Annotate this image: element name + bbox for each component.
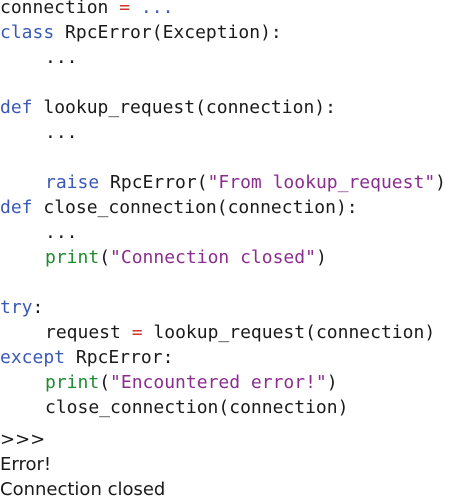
print-builtin: print [45, 247, 100, 268]
code-line-1: connection = ... [0, 0, 173, 20]
code-line-5: def lookup_request(connection): [0, 96, 336, 120]
close-paren: ) [326, 372, 338, 393]
class-keyword: class [0, 22, 55, 43]
close-paren: ) [315, 247, 327, 268]
ellipsis-body: ... [45, 47, 78, 68]
open-paren: ( [99, 372, 111, 393]
ellipsis-body: ... [45, 122, 78, 143]
except-keyword: except [0, 347, 66, 368]
assignment-operator: = [131, 322, 143, 343]
console-output-line: Error! [0, 454, 52, 475]
assignment-operator: = [119, 0, 131, 18]
try-keyword: try [0, 297, 33, 318]
class-declaration: RpcError(Exception): [65, 22, 282, 43]
code-line-16: print("Encountered error!") [0, 371, 338, 395]
code-line-13: try: [0, 296, 43, 320]
close-paren: ) [435, 172, 446, 193]
code-line-14: request = lookup_request(connection) [0, 321, 435, 345]
colon: : [32, 297, 44, 318]
open-paren: ( [99, 247, 111, 268]
function-call: lookup_request(connection) [153, 322, 436, 343]
def-keyword: def [0, 197, 33, 218]
ellipsis-body: ... [45, 222, 78, 243]
function-call: close_connection(connection) [45, 397, 349, 418]
function-signature-lookup: lookup_request(connection): [43, 97, 336, 118]
string-literal: "From lookup_request" [207, 172, 436, 193]
string-literal: "Connection closed" [110, 247, 316, 268]
def-keyword: def [0, 97, 33, 118]
variable-name: connection [0, 0, 109, 18]
function-signature-close: close_connection(connection): [43, 197, 358, 218]
code-line-15: except RpcError: [0, 346, 173, 370]
ellipsis-literal: ... [140, 0, 174, 18]
variable-name: request [45, 322, 121, 343]
raise-keyword: raise [45, 172, 100, 193]
print-builtin: print [45, 372, 100, 393]
code-line-6: ... [0, 121, 78, 145]
code-line-8: raise RpcError("From lookup_request") [0, 171, 446, 195]
console-prompt: >>> [0, 429, 46, 450]
code-line-9: def close_connection(connection): [0, 196, 358, 220]
exception-call: RpcError( [110, 172, 208, 193]
code-line-2: class RpcError(Exception): [0, 21, 282, 45]
console-output-line: Connection closed [0, 479, 166, 500]
string-literal: "Encountered error!" [110, 372, 327, 393]
code-line-3: ... [0, 46, 78, 70]
code-line-10: ... [0, 221, 78, 245]
code-line-11: print("Connection closed") [0, 246, 327, 270]
code-line-17: close_connection(connection) [0, 396, 348, 420]
exception-name: RpcError: [75, 347, 174, 368]
